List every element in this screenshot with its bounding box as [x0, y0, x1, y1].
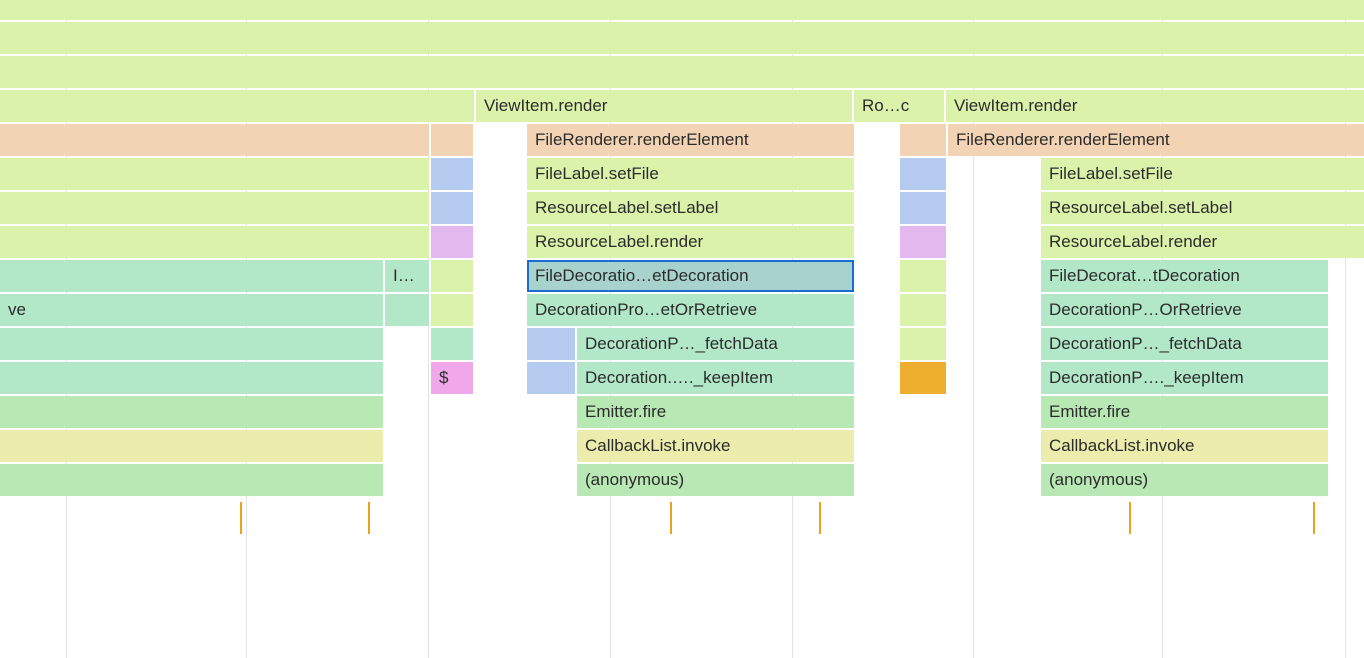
timeline-marker-layer [0, 502, 1364, 542]
flame-frame-label: FileDecorat…tDecoration [1049, 266, 1240, 285]
flame-frame[interactable]: FileDecorat…tDecoration [1041, 260, 1328, 292]
flame-frame-label: ResourceLabel.render [535, 232, 704, 251]
flame-frame-unlabeled[interactable] [900, 192, 946, 224]
flame-frame-unlabeled[interactable] [431, 260, 473, 292]
flame-frame-unlabeled[interactable] [0, 328, 383, 360]
flame-frame-unlabeled[interactable] [900, 158, 946, 190]
flame-frame-label: DecorationPro…etOrRetrieve [535, 300, 758, 319]
flame-frame[interactable]: ResourceLabel.setLabel [1041, 192, 1364, 224]
flame-frame[interactable]: ve [0, 294, 383, 326]
flame-frame-label: Emitter.fire [585, 402, 667, 421]
gridline-5 [973, 0, 974, 658]
flame-frame-unlabeled[interactable] [0, 396, 383, 428]
flame-frame[interactable]: ViewItem.render [946, 90, 1364, 122]
timeline-marker-1[interactable] [240, 502, 242, 534]
flame-frame-unlabeled[interactable] [431, 192, 473, 224]
gridline-2 [428, 0, 429, 658]
flame-frame-label: DecorationP…_fetchData [1049, 334, 1242, 353]
flame-frame[interactable]: DecorationP…_fetchData [577, 328, 854, 360]
flame-frame-unlabeled[interactable] [431, 294, 473, 326]
flame-frame[interactable]: FileDecoratio…etDecoration [527, 260, 854, 292]
flame-frame-unlabeled[interactable] [0, 158, 429, 190]
flame-frame[interactable]: FileLabel.setFile [527, 158, 854, 190]
flame-frame-label: (anonymous) [585, 470, 685, 489]
flame-frame-label: DecorationP…OrRetrieve [1049, 300, 1242, 319]
flame-frame-unlabeled[interactable] [0, 226, 429, 258]
flame-frame[interactable]: $ [431, 362, 473, 394]
flame-frame-label: DecorationP…_fetchData [585, 334, 778, 353]
timeline-marker-3[interactable] [670, 502, 672, 534]
flame-frame-label: ViewItem.render [484, 96, 608, 115]
flame-frame[interactable]: ResourceLabel.setLabel [527, 192, 854, 224]
timeline-marker-5[interactable] [1129, 502, 1131, 534]
flame-frame-label: I… [393, 266, 415, 285]
flame-frame-unlabeled[interactable] [0, 464, 383, 496]
flame-frame[interactable]: Decoration.…._keepItem [577, 362, 854, 394]
flame-frame-unlabeled[interactable] [527, 362, 575, 394]
flame-frame-unlabeled[interactable] [0, 362, 383, 394]
timeline-marker-6[interactable] [1313, 502, 1315, 534]
flame-frame-unlabeled[interactable] [900, 328, 946, 360]
flame-frame[interactable]: DecorationP…_fetchData [1041, 328, 1328, 360]
flame-frame[interactable]: FileRenderer.renderElement [527, 124, 854, 156]
flame-frame[interactable]: ViewItem.render [476, 90, 852, 122]
flame-frame[interactable]: (anonymous) [1041, 464, 1328, 496]
flame-frame-unlabeled[interactable] [0, 56, 1364, 88]
flame-frame-label: ve [8, 300, 26, 319]
flame-frame-label: Ro…c [862, 96, 910, 115]
flame-frame-unlabeled[interactable] [0, 192, 429, 224]
flame-frame[interactable]: DecorationP…._keepItem [1041, 362, 1328, 394]
flame-frame-label: ResourceLabel.setLabel [535, 198, 719, 217]
flame-frame-label: FileLabel.setFile [1049, 164, 1173, 183]
flame-frame[interactable]: Ro…c [854, 90, 944, 122]
flame-frame-label: $ [439, 368, 449, 387]
flame-frame[interactable]: Emitter.fire [1041, 396, 1328, 428]
flame-frame[interactable]: I… [385, 260, 429, 292]
flame-frame[interactable]: DecorationPro…etOrRetrieve [527, 294, 854, 326]
flame-frame-unlabeled[interactable] [431, 124, 473, 156]
flame-frame-unlabeled[interactable] [900, 294, 946, 326]
timeline-marker-2[interactable] [368, 502, 370, 534]
flame-frame-label: Emitter.fire [1049, 402, 1131, 421]
flame-frame-label: ResourceLabel.setLabel [1049, 198, 1233, 217]
flame-frame-unlabeled[interactable] [431, 158, 473, 190]
flame-frame[interactable]: CallbackList.invoke [1041, 430, 1328, 462]
flame-frame-label: FileDecoratio…etDecoration [535, 266, 749, 285]
flame-frame-label: CallbackList.invoke [1049, 436, 1195, 455]
flame-frame[interactable]: Emitter.fire [577, 396, 854, 428]
flame-frame-unlabeled[interactable] [431, 328, 473, 360]
flame-frame-unlabeled[interactable] [527, 328, 575, 360]
flame-frame-label: DecorationP…._keepItem [1049, 368, 1244, 387]
flame-frame-label: FileRenderer.renderElement [535, 130, 749, 149]
flame-frame-unlabeled[interactable] [900, 362, 946, 394]
flame-frame-label: Decoration.…._keepItem [585, 368, 774, 387]
flame-frame-unlabeled[interactable] [431, 226, 473, 258]
flame-frame-unlabeled[interactable] [900, 260, 946, 292]
flame-frame-label: ViewItem.render [954, 96, 1078, 115]
flame-frame-unlabeled[interactable] [0, 430, 383, 462]
flame-frame-label: FileLabel.setFile [535, 164, 659, 183]
flame-frame[interactable]: DecorationP…OrRetrieve [1041, 294, 1328, 326]
flame-frame-label: ResourceLabel.render [1049, 232, 1218, 251]
flame-frame-unlabeled[interactable] [385, 294, 429, 326]
timeline-marker-4[interactable] [819, 502, 821, 534]
flame-frame[interactable]: FileRenderer.renderElement [948, 124, 1364, 156]
flame-frame-label: CallbackList.invoke [585, 436, 731, 455]
flame-frame-unlabeled[interactable] [900, 124, 946, 156]
flame-frame-label: (anonymous) [1049, 470, 1149, 489]
flame-frame-unlabeled[interactable] [0, 90, 474, 122]
flame-frame-unlabeled[interactable] [900, 226, 946, 258]
flame-frame[interactable]: ResourceLabel.render [527, 226, 854, 258]
flame-frame[interactable]: (anonymous) [577, 464, 854, 496]
flame-frame[interactable]: CallbackList.invoke [577, 430, 854, 462]
flame-frame-unlabeled[interactable] [0, 22, 1364, 54]
flame-frame-unlabeled[interactable] [0, 0, 1364, 20]
flame-frame[interactable]: FileLabel.setFile [1041, 158, 1364, 190]
flame-frame-label: FileRenderer.renderElement [956, 130, 1170, 149]
gridline-7 [1345, 0, 1346, 658]
flame-frame-unlabeled[interactable] [0, 124, 429, 156]
flame-frame-unlabeled[interactable] [0, 260, 383, 292]
flame-frame[interactable]: ResourceLabel.render [1041, 226, 1364, 258]
